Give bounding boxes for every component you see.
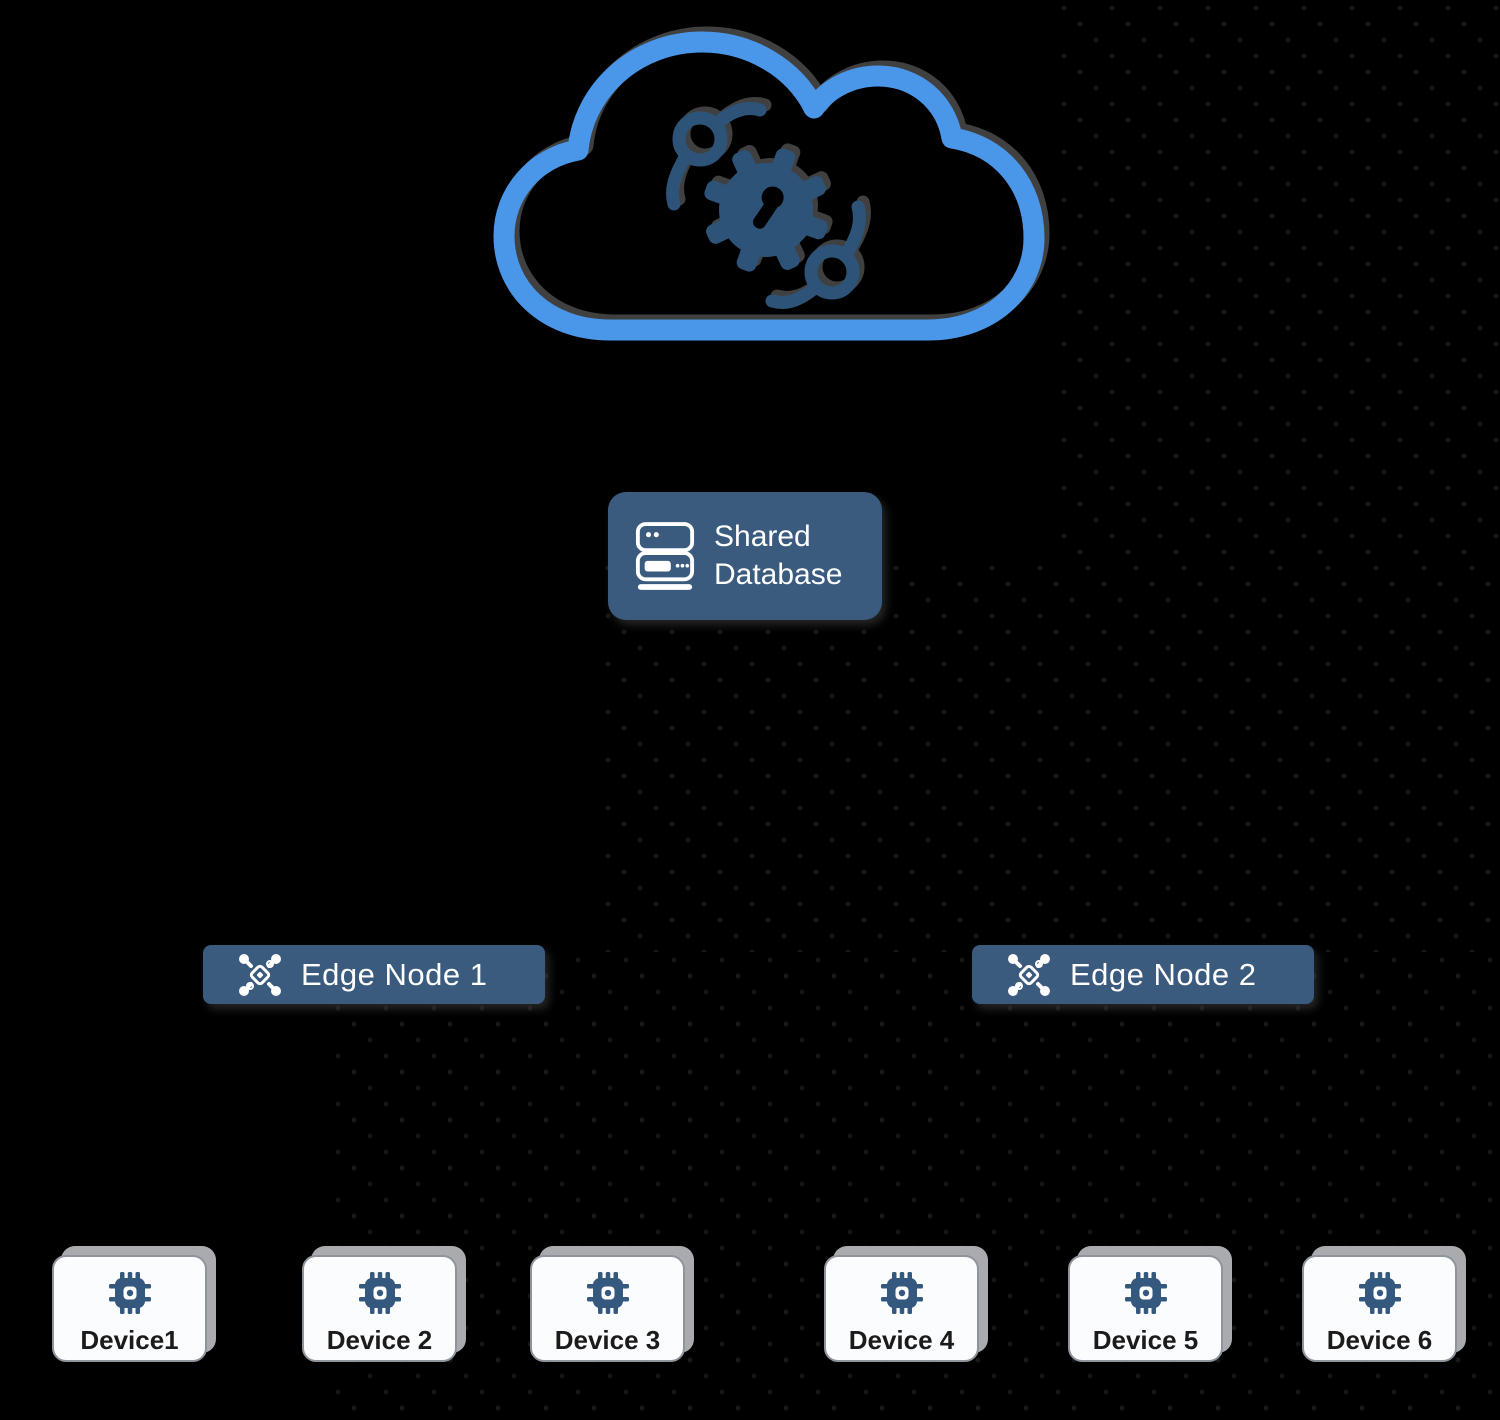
edge-node-1-label: Edge Node 1 [301,956,488,992]
edge-node-2: Edge Node 2 [972,945,1314,1004]
shared-database-node: Shared Database [608,492,882,620]
edge-node-network-icon [239,953,281,996]
chip-icon [1358,1272,1401,1314]
device-card-6: Device 6 [1302,1255,1457,1362]
edge-node-2-label: Edge Node 2 [1070,956,1257,992]
chip-icon [358,1272,401,1314]
device-card-1: Device1 [52,1255,207,1362]
shared-database-label: Shared Database [714,520,843,591]
edge-node-network-icon [1008,953,1050,996]
wrench-icon [666,102,767,211]
cloud-gear-wrenches-icon [493,31,1045,341]
database-server-icon [635,522,695,590]
device-card-3: Device 3 [530,1255,685,1362]
wrench-icon [765,200,866,309]
chip-icon [880,1272,923,1314]
device-card-4: Device 4 [824,1255,979,1362]
device-label: Device 5 [1092,1325,1199,1355]
device-label: Device 3 [554,1325,661,1355]
edge-node-1: Edge Node 1 [203,945,545,1004]
chip-icon [1124,1272,1167,1314]
device-label: Device 4 [848,1325,955,1355]
dot-texture [1056,0,1500,560]
device-card-5: Device 5 [1068,1255,1223,1362]
gear-icon [704,148,828,272]
chip-icon [586,1272,629,1314]
chip-icon [108,1272,151,1314]
device-label: Device 6 [1326,1325,1433,1355]
device-label: Device1 [80,1325,179,1355]
cloud-node [488,18,1048,356]
device-card-2: Device 2 [302,1255,457,1362]
device-label: Device 2 [326,1325,433,1355]
